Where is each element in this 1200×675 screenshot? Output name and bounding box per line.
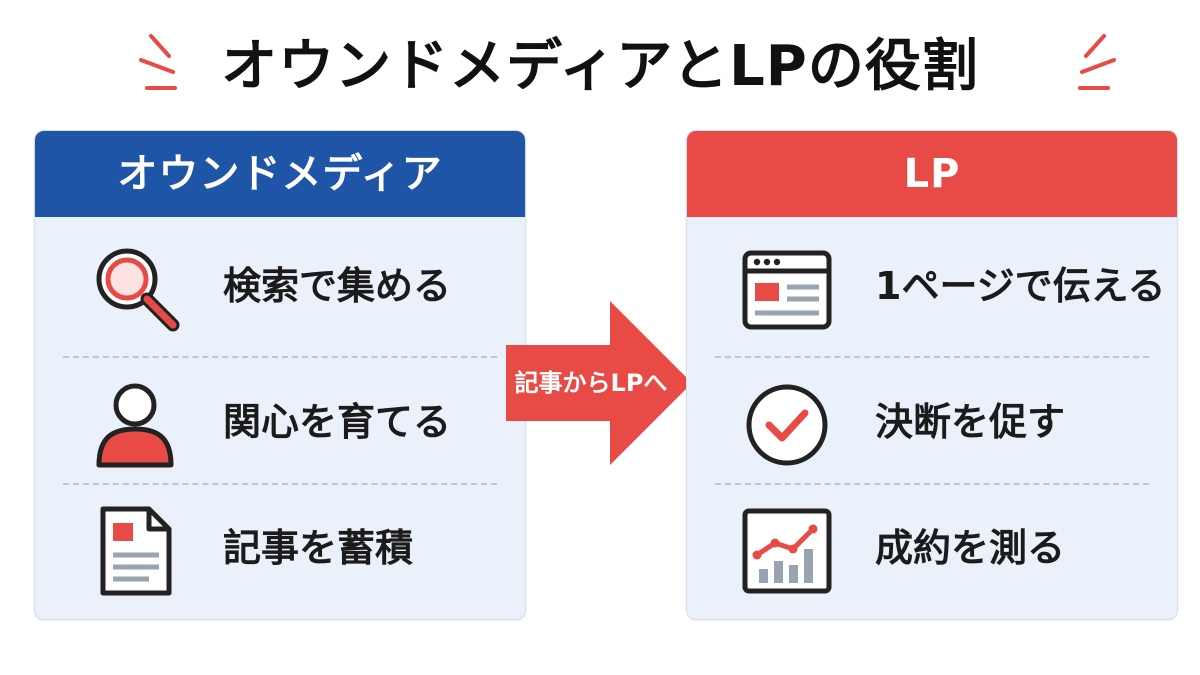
arrow-label: 記事からLPへ <box>514 369 668 397</box>
person-icon <box>96 383 174 468</box>
list-item: 成約を測る <box>687 483 1177 613</box>
checkmark-circle-icon <box>746 384 828 466</box>
item-label: 検索で集める <box>223 264 452 308</box>
magnifier-icon <box>96 248 180 332</box>
item-label: 記事を蓄積 <box>223 526 414 570</box>
divider <box>63 356 497 358</box>
owned-media-header: オウンドメディア <box>35 131 525 217</box>
browser-window-icon <box>742 250 832 330</box>
item-label: 決断を促す <box>875 400 1066 444</box>
item-label: 1ページで伝える <box>875 264 1166 308</box>
list-item: 記事を蓄積 <box>35 483 525 613</box>
page-title: オウンドメディアとLPの役割 <box>221 34 979 99</box>
document-icon <box>100 506 172 596</box>
arrow-right-icon <box>506 301 692 465</box>
list-item: 1ページで伝える <box>687 221 1177 351</box>
divider <box>715 356 1149 358</box>
list-item: 検索で集める <box>35 221 525 351</box>
lp-header: LP <box>687 131 1177 217</box>
item-label: 関心を育てる <box>223 400 452 444</box>
divider <box>63 483 497 485</box>
owned-media-panel: オウンドメディア 検索で集める 関心を育てる 記事を蓄積 <box>34 130 526 620</box>
emphasis-lines-icon <box>139 34 177 90</box>
list-item: 関心を育てる <box>35 357 525 487</box>
divider <box>715 483 1149 485</box>
lp-panel: LP 1ページで伝える 決断を促す <box>686 130 1178 620</box>
growth-chart-icon <box>742 508 832 594</box>
emphasis-lines-icon <box>1078 34 1116 90</box>
item-label: 成約を測る <box>875 526 1066 570</box>
list-item: 決断を促す <box>687 357 1177 487</box>
